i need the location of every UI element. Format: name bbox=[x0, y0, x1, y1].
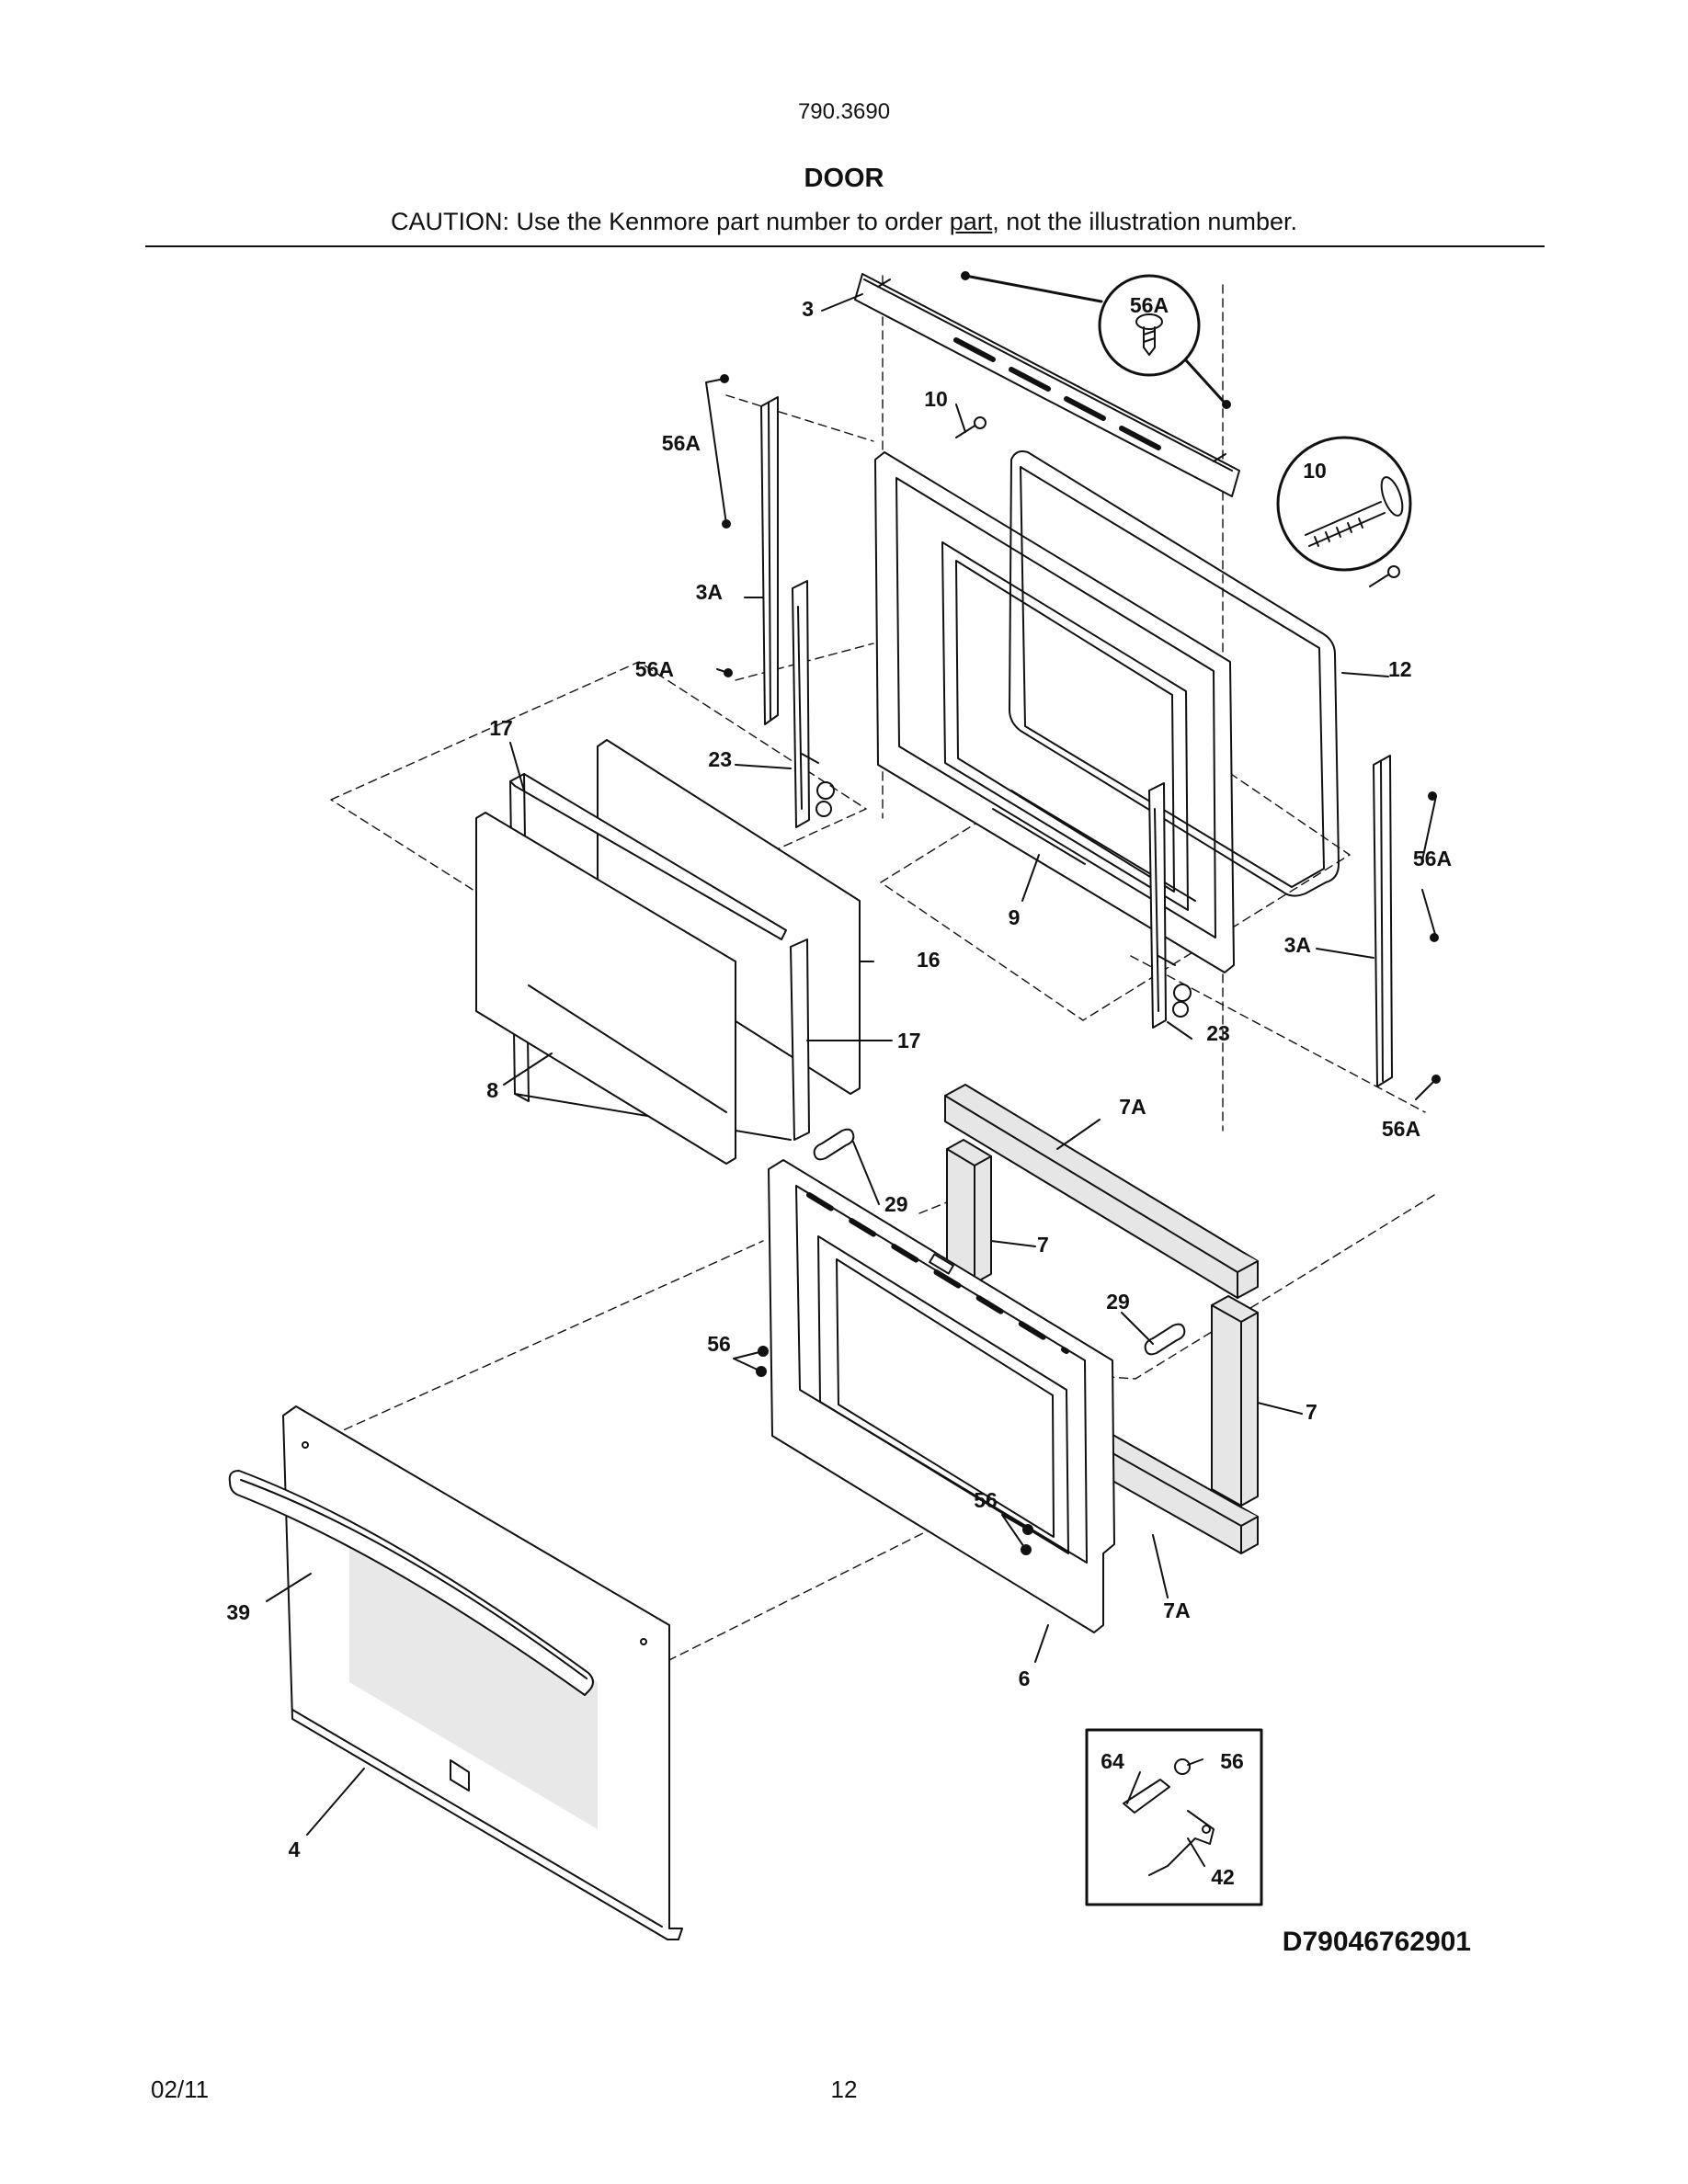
label-part-7-upper: 7 bbox=[1037, 1233, 1049, 1257]
detail-56a-screw bbox=[964, 274, 1225, 403]
part-29-bumper-left bbox=[813, 1128, 855, 1161]
label-part-64: 64 bbox=[1101, 1749, 1124, 1773]
label-part-23-left: 23 bbox=[708, 747, 732, 771]
part-8-outer-glass bbox=[475, 812, 736, 1165]
label-part-4: 4 bbox=[289, 1837, 301, 1861]
part-4-outer-door bbox=[282, 1405, 683, 1940]
part-3a-right-trim bbox=[1373, 755, 1393, 1087]
label-part-9: 9 bbox=[1009, 905, 1021, 929]
label-part-17-bottom: 17 bbox=[897, 1029, 921, 1052]
footer-page-number: 12 bbox=[830, 2076, 858, 2103]
label-part-56a-detail: 56A bbox=[1130, 293, 1169, 317]
section-title: DOOR bbox=[804, 164, 884, 193]
label-part-3a-left: 3A bbox=[696, 580, 723, 604]
label-part-12: 12 bbox=[1388, 657, 1412, 681]
part-23-right-hinge bbox=[1148, 782, 1192, 1029]
detail-10-bolt bbox=[1276, 436, 1412, 572]
leader-lines bbox=[266, 293, 1437, 1867]
part-9-inner-door bbox=[874, 451, 1235, 973]
part-3-top-trim bbox=[854, 273, 1240, 497]
part-10-bolt bbox=[955, 416, 1400, 587]
label-part-56a-right-top: 56A bbox=[1413, 847, 1452, 870]
part-3a-left-trim bbox=[760, 396, 779, 725]
detail-inset-box bbox=[1085, 1728, 1263, 1906]
part-7a-upper-insulation bbox=[944, 1084, 1259, 1299]
caution-link: part bbox=[949, 208, 993, 235]
label-part-39: 39 bbox=[226, 1600, 250, 1624]
part-labels: 3 56A 10 10 56A 3A 56A 12 17 23 56A 9 3A… bbox=[226, 293, 1452, 1889]
part-29-bumper-right bbox=[1144, 1323, 1186, 1356]
model-number: 790.3690 bbox=[797, 99, 891, 124]
label-part-23-right: 23 bbox=[1206, 1021, 1230, 1045]
label-part-8: 8 bbox=[486, 1078, 498, 1102]
label-part-10-detail: 10 bbox=[1303, 459, 1327, 483]
drawing-number: D79046762901 bbox=[1282, 1927, 1471, 1957]
label-part-7-lower: 7 bbox=[1306, 1400, 1317, 1424]
label-part-56-center: 56 bbox=[974, 1488, 998, 1512]
label-part-42: 42 bbox=[1211, 1865, 1235, 1889]
label-part-3: 3 bbox=[802, 297, 814, 321]
label-part-56-left: 56 bbox=[707, 1332, 731, 1356]
label-part-7a-upper: 7A bbox=[1119, 1095, 1146, 1119]
caution-suffix: , not the illustration number. bbox=[992, 208, 1297, 235]
part-23-left-hinge bbox=[792, 580, 835, 828]
part-12-gasket bbox=[1009, 450, 1340, 897]
caution-note: CAUTION: Use the Kenmore part number to … bbox=[0, 208, 1688, 236]
label-part-10: 10 bbox=[924, 387, 948, 411]
label-part-56a-right-bottom: 56A bbox=[1382, 1117, 1420, 1141]
label-part-17-top: 17 bbox=[489, 716, 513, 740]
label-part-56-detail: 56 bbox=[1220, 1749, 1244, 1773]
part-7-left-insulation bbox=[946, 1139, 992, 1284]
header-rule bbox=[145, 245, 1545, 247]
part-7-right-insulation bbox=[1211, 1295, 1259, 1507]
label-part-6: 6 bbox=[1019, 1666, 1031, 1690]
label-part-56a-left-top: 56A bbox=[662, 431, 701, 455]
caution-prefix: CAUTION: Use the Kenmore part number to … bbox=[391, 208, 950, 235]
label-part-29-left: 29 bbox=[884, 1192, 908, 1216]
part-39-handle bbox=[228, 1470, 594, 1696]
part-6-door-liner bbox=[768, 1159, 1115, 1633]
label-part-16: 16 bbox=[917, 948, 941, 972]
label-part-3a-right: 3A bbox=[1284, 933, 1311, 957]
label-part-7a-lower: 7A bbox=[1163, 1598, 1190, 1622]
label-part-29-right: 29 bbox=[1106, 1290, 1130, 1314]
label-part-56a-left-mid: 56A bbox=[635, 657, 674, 681]
footer-date: 02/11 bbox=[151, 2076, 210, 2103]
